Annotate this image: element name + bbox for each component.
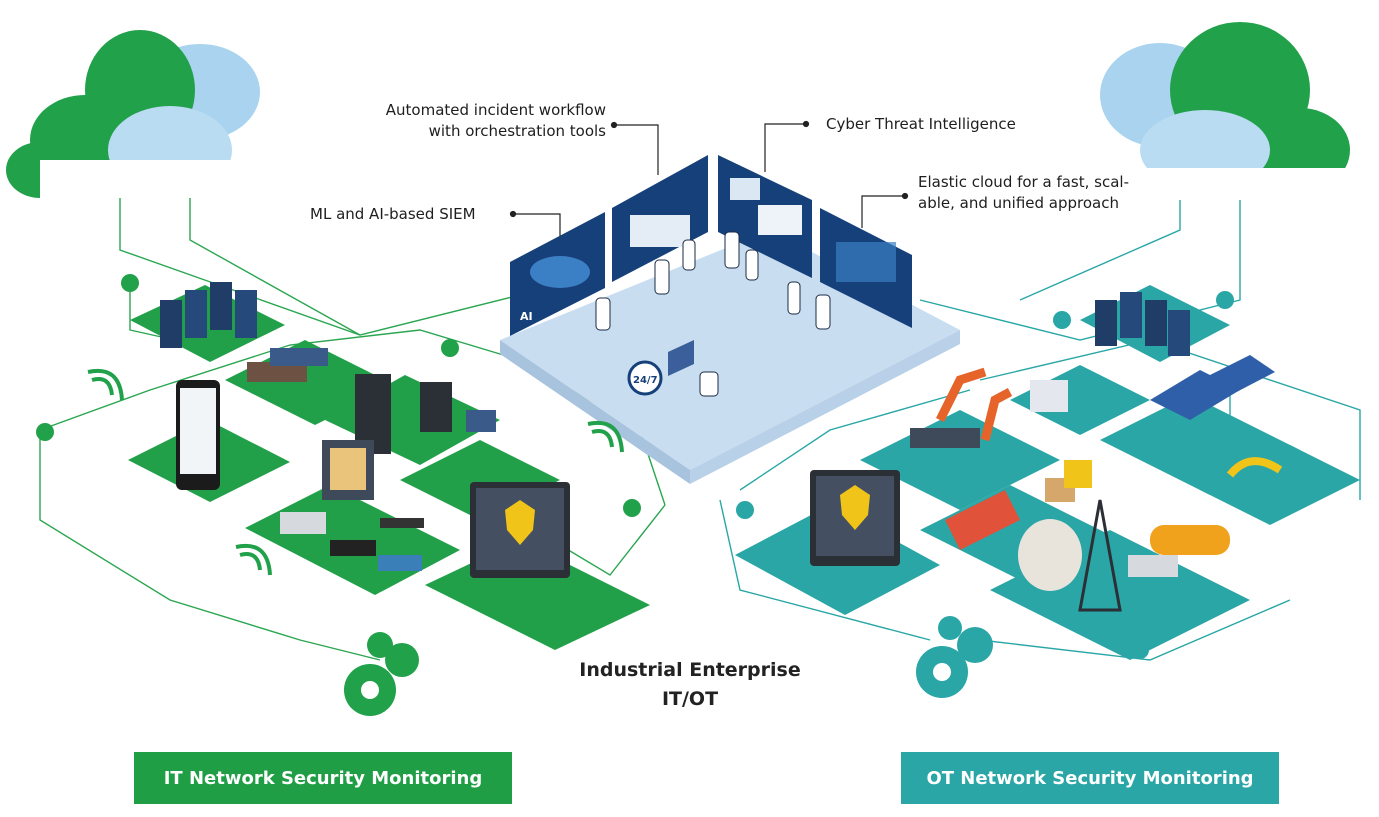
it-monitoring-banner: IT Network Security Monitoring (134, 752, 512, 804)
it-gears-icon (344, 632, 419, 716)
workflow-callout-line1: Automated incident workflow (385, 101, 606, 119)
ot-monitoring-banner: OT Network Security Monitoring (901, 752, 1279, 804)
workflow-callout-line2: with orchestration tools (428, 122, 606, 140)
it-server-tile (130, 285, 285, 362)
it-equipment (160, 282, 570, 578)
ot-cloud (1100, 22, 1350, 200)
diagram-title-line2: IT/OT (661, 688, 719, 710)
ot-pipeline-tile (1200, 445, 1360, 525)
ot-gears-icon (916, 616, 993, 698)
24-7-badge: 24/7 (633, 375, 658, 386)
siem-callout: ML and AI-based SIEM (310, 205, 476, 223)
it-cloud (6, 30, 260, 198)
diagram-title-line1: Industrial Enterprise (579, 659, 801, 681)
diagram-title: Industrial Enterprise IT/OT (560, 656, 820, 714)
ot-equipment (810, 292, 1283, 612)
cloud-callout-line2: able, and unified approach (918, 194, 1119, 212)
cloud-callout-line1: Elastic cloud for a fast, scal- (918, 173, 1129, 191)
wifi-icons (87, 368, 624, 576)
it-desk-tile (225, 340, 395, 425)
sync-icons (36, 274, 641, 517)
ai-badge: AI (520, 310, 533, 323)
threat-intel-callout: Cyber Threat Intelligence (826, 115, 1016, 133)
soc-center: AI 24/7 (500, 155, 960, 484)
sync-icons-ot (736, 291, 1234, 659)
callout-lines (509, 120, 909, 236)
